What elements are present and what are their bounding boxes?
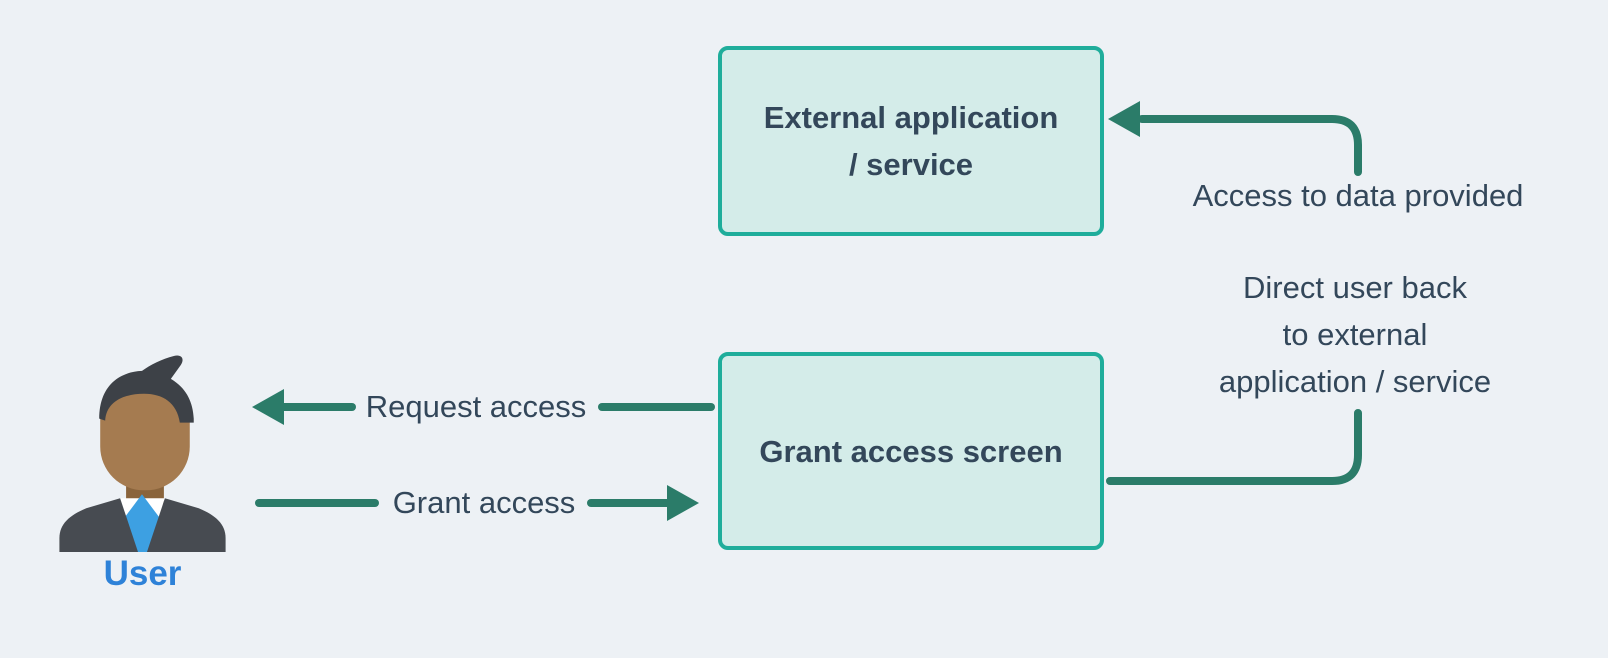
request-access-label: Request access: [365, 389, 587, 424]
direct-back-label: Direct user back to external application…: [1180, 264, 1530, 405]
direct-back-connector: [1106, 409, 1362, 485]
access-provided-connector: [1138, 115, 1362, 176]
external-app-label-line2: / service: [848, 147, 974, 182]
avatar-suit-left: [59, 498, 139, 552]
access-provided-arrowhead-icon: [1108, 101, 1140, 137]
direct-back-label-line3: application / service: [1218, 364, 1492, 399]
grant-screen-label: Grant access screen: [759, 433, 1063, 469]
external-app-node: External application / service: [718, 46, 1104, 236]
access-provided-label: Access to data provided: [1192, 178, 1524, 213]
grant-access-label: Grant access: [392, 485, 576, 520]
user-avatar-icon: [59, 355, 226, 552]
avatar-face: [100, 374, 190, 491]
grant-screen-node: Grant access screen: [718, 352, 1104, 550]
direct-back-label-line1: Direct user back: [1243, 270, 1467, 305]
request-access-arrowhead-icon: [252, 389, 284, 425]
grant-access-arrowhead-icon: [667, 485, 699, 521]
avatar-hair: [99, 355, 194, 423]
avatar-suit-right: [146, 498, 226, 552]
external-app-label-line1: External application: [763, 100, 1059, 135]
direct-back-label-line2: to external: [1282, 317, 1428, 352]
user-node-label: User: [103, 554, 182, 593]
